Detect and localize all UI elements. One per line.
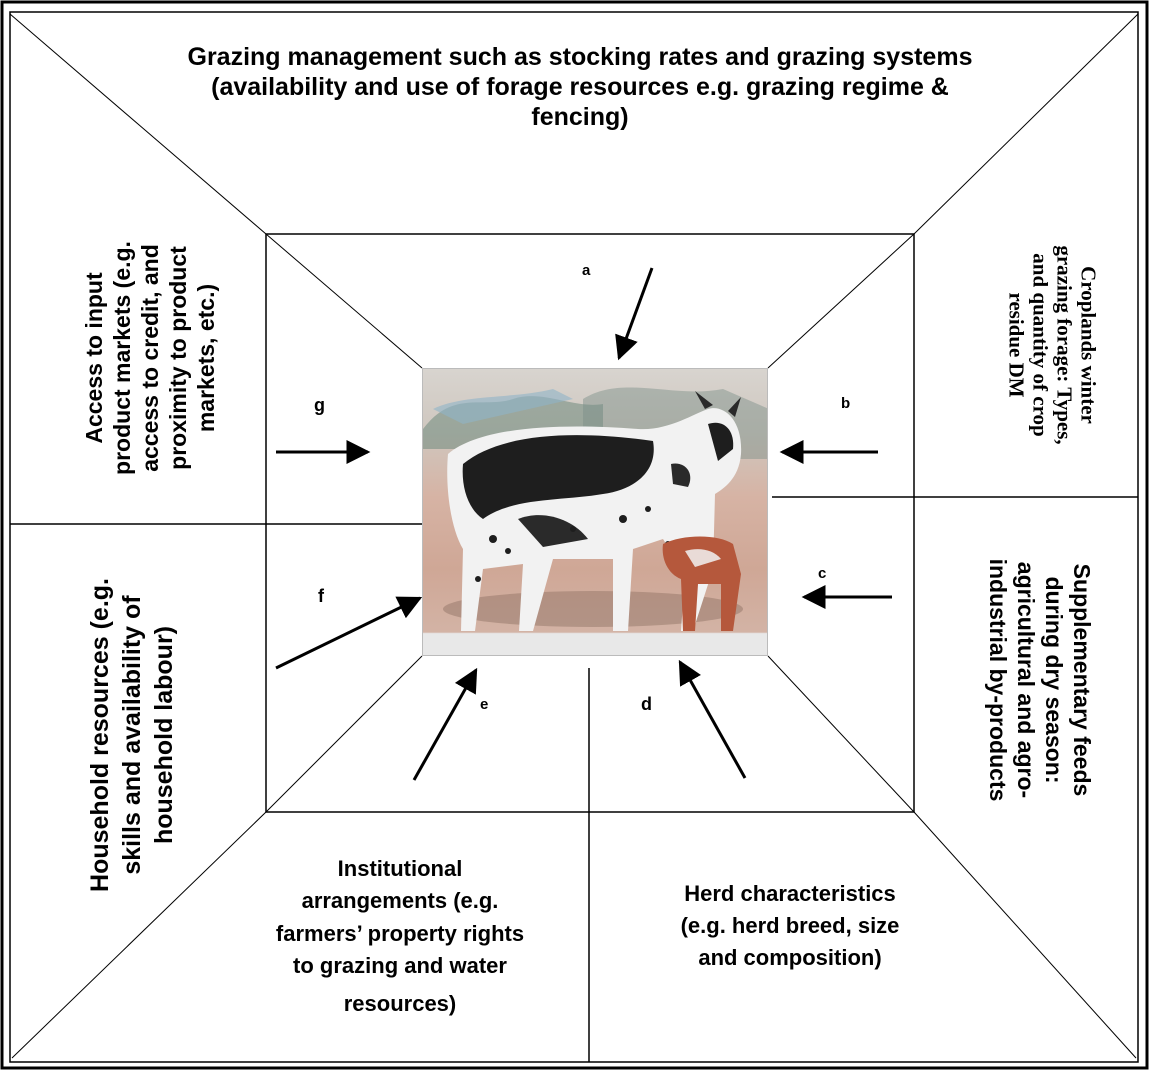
label-d: d — [641, 694, 652, 714]
arrow-d — [678, 659, 747, 779]
market-access-line-2: product markets (e.g. — [108, 241, 135, 475]
institutional-line-5: resources) — [343, 991, 457, 1017]
label-g: g — [314, 395, 325, 415]
market-access-line-4: proximity to product — [165, 246, 192, 470]
factor-herd-characteristics: Herd characteristics (e.g. herd breed, s… — [615, 878, 965, 974]
supplementary-line-3: agricultural and agro- — [1013, 561, 1039, 799]
herd-line-1: Herd characteristics — [684, 881, 896, 906]
cropland-line-2: grazing forage: Types, — [1052, 245, 1077, 445]
arrow-a — [615, 267, 654, 361]
cropland-line-4: residue DM — [1003, 292, 1028, 398]
household-line-1: Household resources (e.g. — [86, 578, 114, 892]
diagonal-top-left — [9, 13, 267, 235]
inner-border — [9, 11, 1139, 1063]
arrow-f — [275, 596, 423, 670]
supplementary-line-2: during dry season: — [1041, 576, 1068, 784]
diagonal-bottom-right — [913, 811, 1137, 1059]
inner-diagonal-bl — [265, 655, 423, 813]
market-access-line-3: access to credit, and — [136, 244, 163, 472]
factor-grazing-management: Grazing management such as stocking rate… — [187, 43, 973, 131]
cattle-photo-illustration — [423, 387, 767, 655]
institutional-line-2: arrangements (e.g. — [301, 888, 499, 914]
household-line-2: skills and availability of — [118, 595, 146, 875]
supplementary-line-1: Supplementary feeds — [1069, 563, 1096, 797]
label-b: b — [841, 395, 851, 412]
inner-diagonal-tl — [265, 233, 423, 369]
institutional-line-4: to grazing and water — [293, 952, 507, 978]
inner-diagonal-br — [767, 655, 915, 813]
label-c: c — [818, 565, 827, 582]
supplementary-line-4: industrial by-products — [984, 558, 1011, 802]
diagonal-bottom-left — [11, 811, 267, 1059]
cropland-line-3: and quantity of crop — [1028, 253, 1052, 437]
household-line-3: household labour) — [150, 625, 178, 845]
herd-line-3: and composition) — [698, 944, 882, 970]
inner-rectangle — [265, 233, 915, 813]
label-a: a — [582, 262, 591, 279]
market-access-line-1: Access to input — [80, 272, 107, 444]
institutional-line-3: farmers’ property rights — [275, 920, 525, 946]
market-access-line-5: markets, etc.) — [193, 283, 220, 433]
label-f: f — [318, 586, 324, 606]
inner-diagonal-tr — [767, 233, 915, 369]
label-e: e — [480, 696, 489, 713]
institutional-line-1: Institutional — [337, 856, 463, 881]
herd-line-2: (e.g. herd breed, size — [680, 912, 900, 938]
cattle-photo — [422, 368, 768, 656]
diagonal-top-right — [913, 13, 1139, 235]
cropland-line-1: Croplands winter — [1076, 266, 1101, 424]
factor-institutional-arrangements: Institutional arrangements (e.g. farmers… — [230, 853, 570, 1021]
arrow-e — [412, 667, 478, 781]
